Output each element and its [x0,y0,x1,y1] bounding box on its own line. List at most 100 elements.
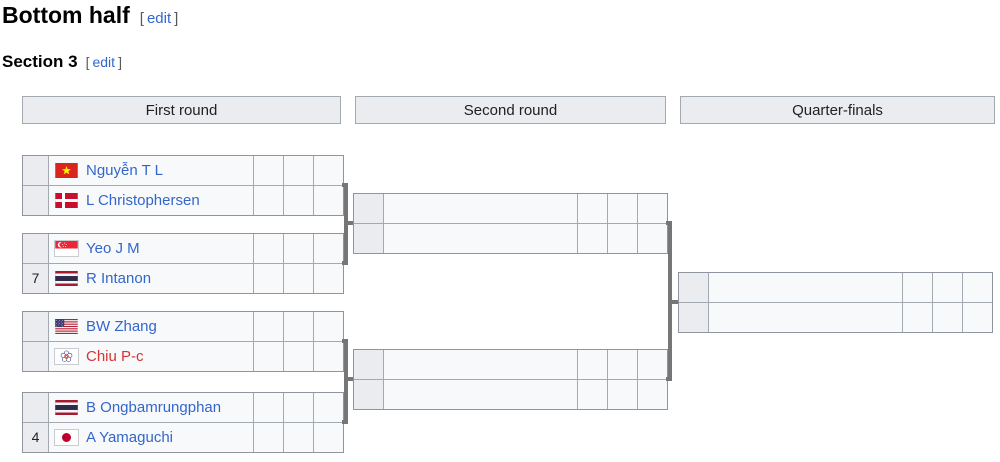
section-heading-row: Section 3 [edit] [2,52,122,72]
score-cell [902,303,932,332]
score-cell [253,234,283,263]
match-quarter-final [678,272,993,333]
bracket-connector [344,183,348,265]
score-cell [577,380,607,409]
score-cell [283,186,313,215]
seed-cell [23,393,49,422]
seed-cell [354,224,384,253]
score-cell [283,312,313,341]
player-cell [384,380,577,409]
player-link[interactable]: Nguyễn T L [86,162,163,179]
match-second-round-1 [353,193,668,254]
seed-cell: 4 [23,423,49,452]
score-cell [637,194,667,223]
player-row [679,302,992,332]
player-row: Chiu P-c [23,341,343,371]
player-row: 7 R Intanon [23,263,343,293]
score-cell [577,194,607,223]
round-header-first-round: First round [22,96,341,124]
player-cell [709,303,902,332]
seed-cell [23,342,49,371]
page-heading-row: Bottom half [edit] [2,2,178,29]
score-cell [932,303,962,332]
page-title: Bottom half [2,2,130,28]
seed-cell [679,273,709,302]
section-title: Section 3 [2,52,78,71]
score-cell [962,303,992,332]
flag-chinese-taipei-icon [54,348,79,365]
seed-cell [23,312,49,341]
bracket-connector [348,377,353,381]
player-row: 4 A Yamaguchi [23,422,343,452]
player-cell: A Yamaguchi [49,423,253,452]
score-cell [607,224,637,253]
player-row [354,350,667,379]
title-edit-link[interactable]: edit [146,10,172,27]
score-cell [313,264,343,293]
score-cell [253,393,283,422]
player-link[interactable]: L Christophersen [86,192,200,209]
score-cell [313,156,343,185]
score-cell [932,273,962,302]
score-cell [962,273,992,302]
score-cell [313,342,343,371]
score-cell [283,423,313,452]
bracket-connector [348,221,353,225]
player-row: L Christophersen [23,185,343,215]
seed-cell [23,234,49,263]
bracket-connector [342,261,348,265]
match-first-round-4: B Ongbamrungphan 4 A Yamaguchi [22,392,344,453]
player-row: B Ongbamrungphan [23,393,343,422]
player-row: Yeo J M [23,234,343,263]
player-link[interactable]: Yeo J M [86,240,140,257]
score-cell [313,234,343,263]
player-cell: L Christophersen [49,186,253,215]
player-cell: Chiu P-c [49,342,253,371]
bracket-connector [344,339,348,424]
match-first-round-3: BW Zhang Chiu P-c [22,311,344,372]
section-edit-section: [edit] [86,54,122,70]
match-second-round-2 [353,349,668,410]
score-cell [637,380,667,409]
player-cell: Nguyễn T L [49,156,253,185]
score-cell [607,194,637,223]
score-cell [637,350,667,379]
score-cell [253,186,283,215]
player-row [354,223,667,253]
player-row: BW Zhang [23,312,343,341]
title-edit-section: [edit] [140,10,179,27]
score-cell [902,273,932,302]
seed-cell [354,350,384,379]
player-cell [709,273,902,302]
edit-bracket-open: [ [139,10,144,27]
section-edit-link[interactable]: edit [92,54,116,70]
player-row [354,379,667,409]
player-link[interactable]: B Ongbamrungphan [86,399,222,416]
player-cell [384,224,577,253]
score-cell [283,342,313,371]
player-row [354,194,667,223]
score-cell [313,393,343,422]
score-cell [607,380,637,409]
flag-vietnam-icon [55,163,78,178]
seed-cell [354,194,384,223]
player-cell: BW Zhang [49,312,253,341]
score-cell [607,350,637,379]
player-link[interactable]: A Yamaguchi [86,429,174,446]
player-cell: Yeo J M [49,234,253,263]
match-first-round-2: Yeo J M 7 R Intanon [22,233,344,294]
edit-bracket-close: ] [118,54,122,70]
seed-cell: 7 [23,264,49,293]
score-cell [283,234,313,263]
round-header-quarter-finals: Quarter-finals [680,96,995,124]
player-cell [384,194,577,223]
flag-thailand-icon [55,271,78,286]
player-link[interactable]: BW Zhang [86,318,157,335]
player-link[interactable]: Chiu P-c [86,348,144,365]
bracket-connector [666,377,672,381]
seed-cell [23,186,49,215]
score-cell [283,156,313,185]
player-cell [384,350,577,379]
player-link[interactable]: R Intanon [86,270,152,287]
